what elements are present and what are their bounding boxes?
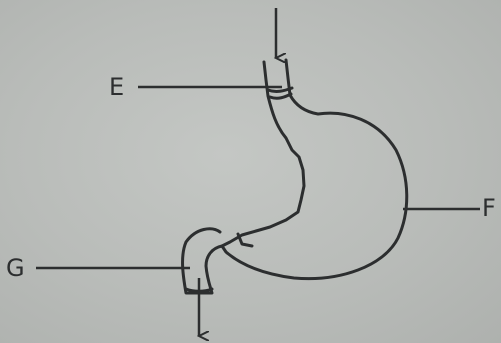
label-g: G <box>6 256 25 280</box>
label-f: F <box>482 196 496 220</box>
label-e: E <box>109 75 124 99</box>
stomach-outer-wall <box>183 60 407 293</box>
cardiac-sphincter-line-2 <box>270 94 291 98</box>
stomach-fold-line <box>238 234 252 246</box>
